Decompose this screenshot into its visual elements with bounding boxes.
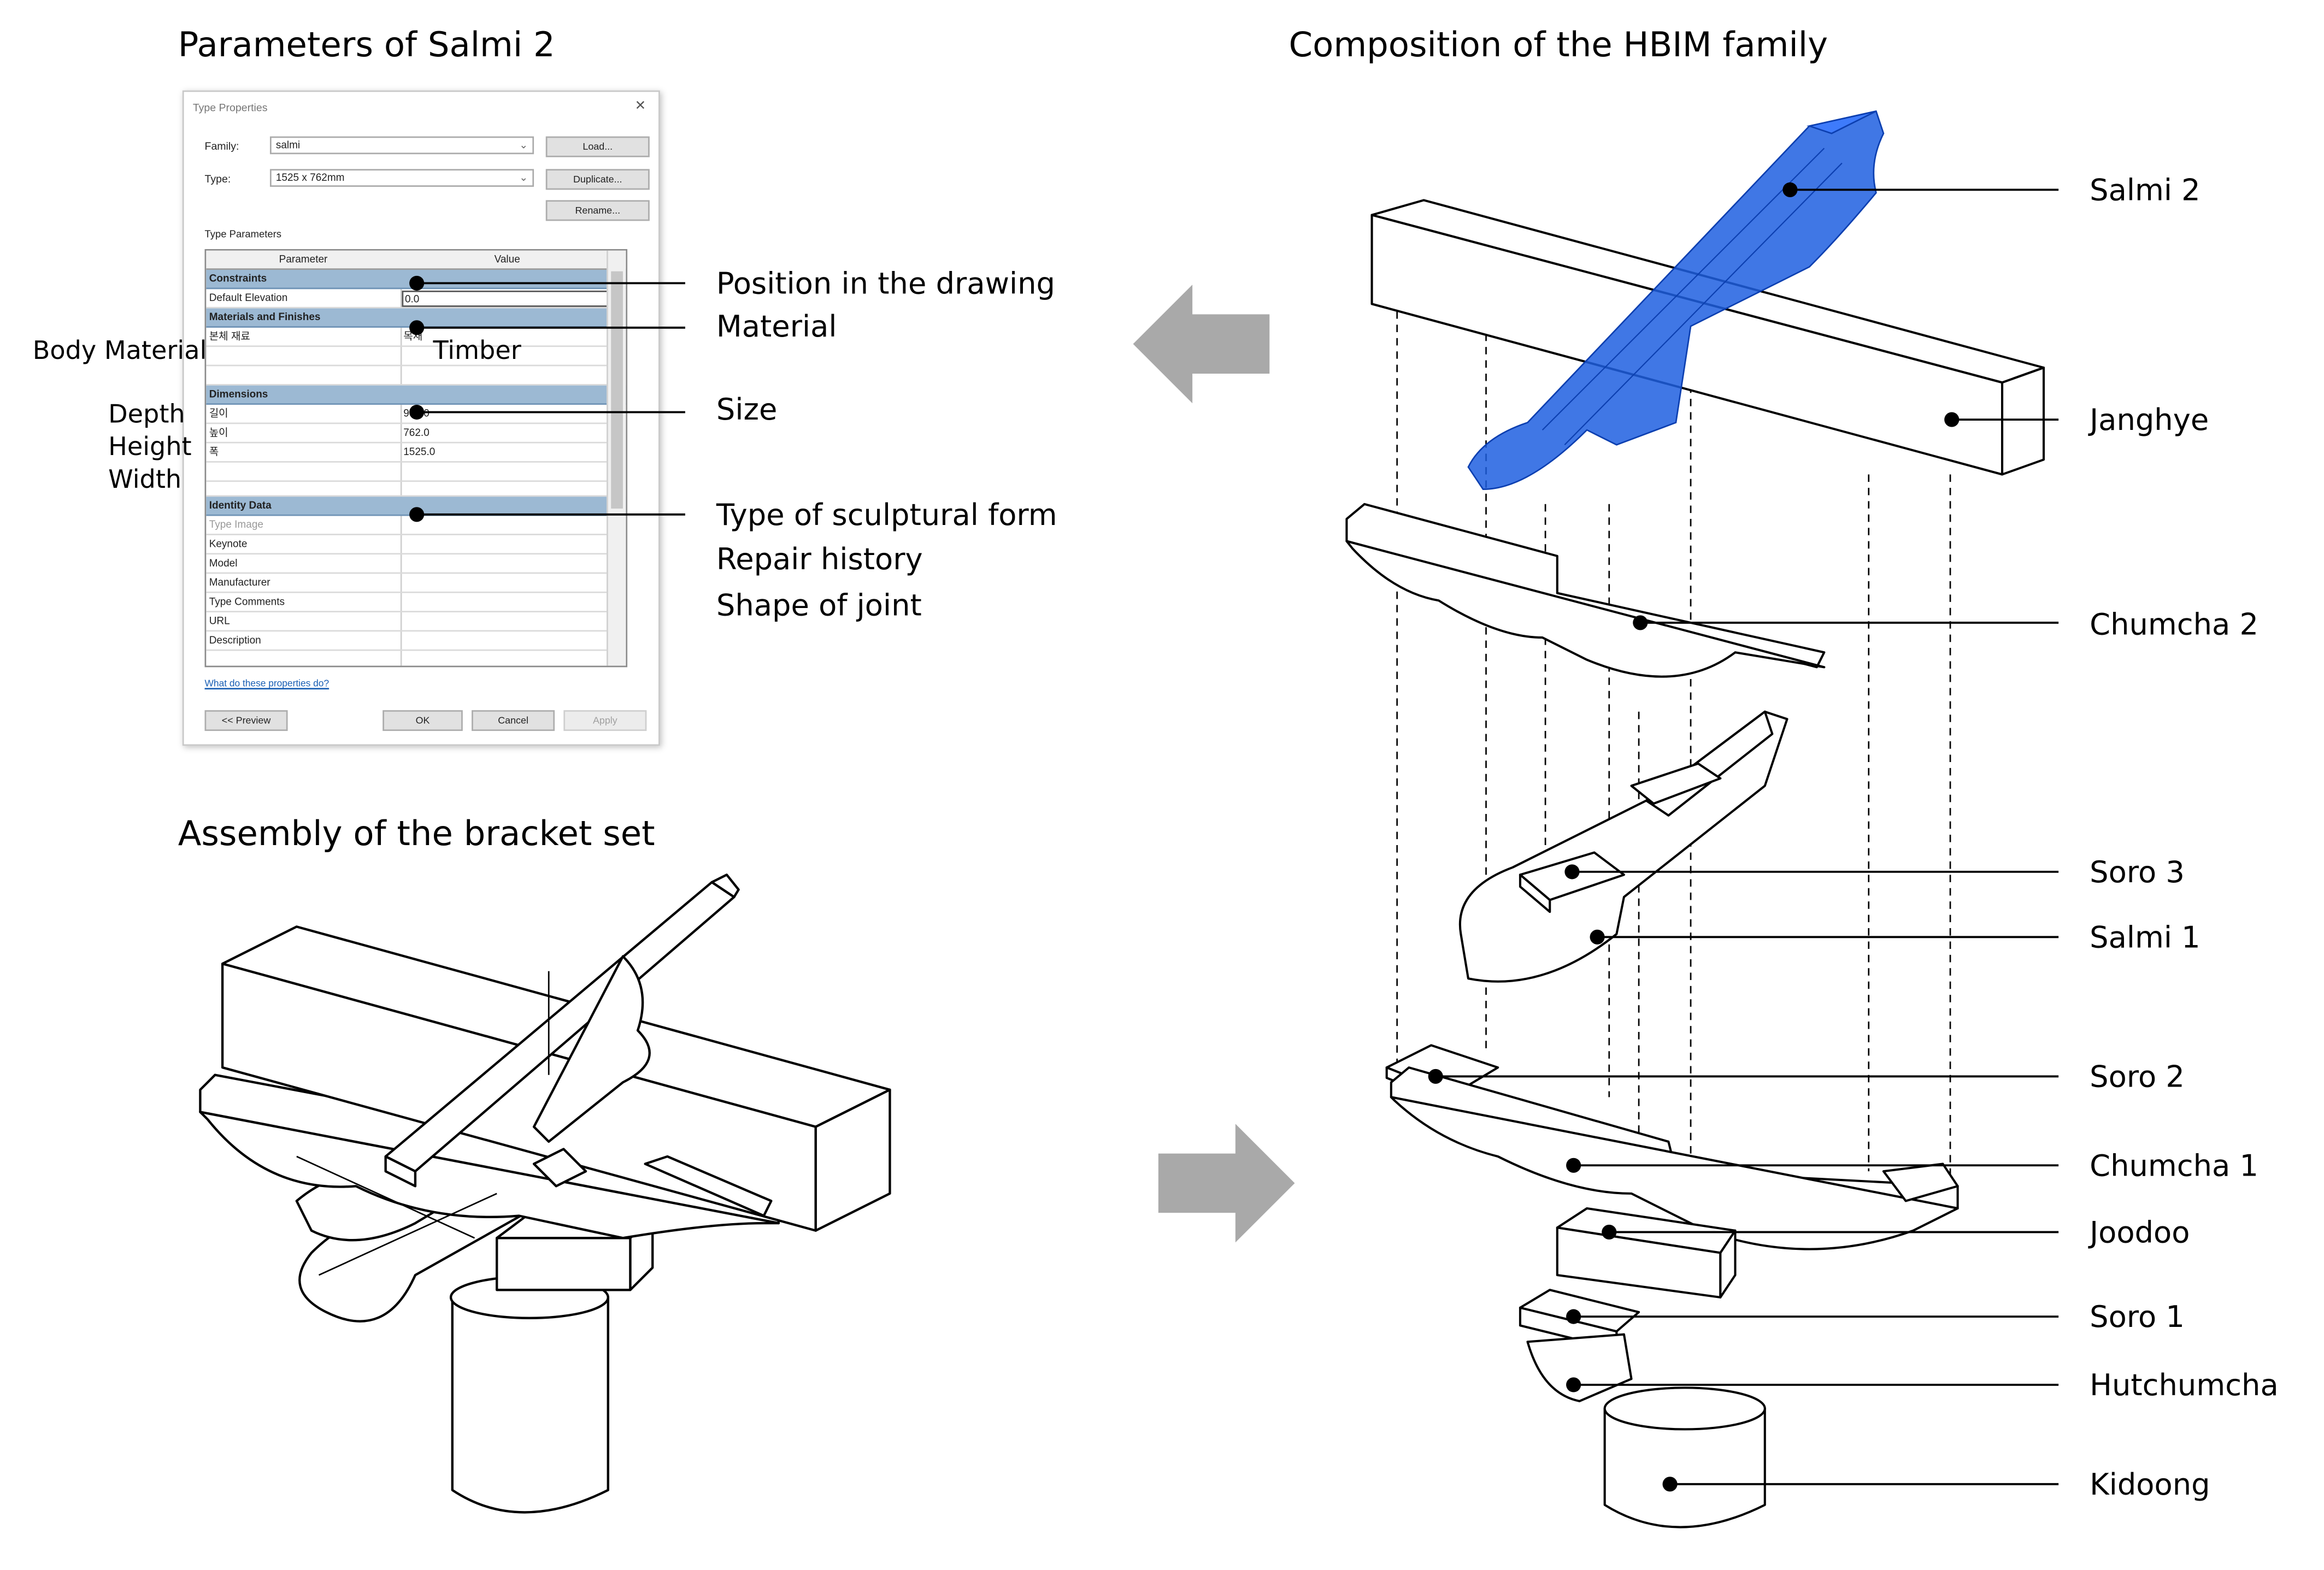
callout-material: Material xyxy=(716,308,837,344)
callout-dot xyxy=(409,275,425,291)
leader-dot xyxy=(1944,412,1960,427)
part-janghye: Janghye xyxy=(2090,402,2209,438)
part-salmi1: Salmi 1 xyxy=(2090,919,2201,955)
apply-button: Apply xyxy=(563,710,647,731)
col-parameter: Parameter xyxy=(279,255,328,265)
parameters-grid: Parameter Value Constraints≈ Default Ele… xyxy=(204,249,628,668)
load-button[interactable]: Load... xyxy=(545,136,650,157)
callout-dot xyxy=(409,507,425,522)
row-model[interactable]: Model xyxy=(206,554,626,574)
row-empty xyxy=(206,482,626,497)
row-keynote[interactable]: Keynote xyxy=(206,535,626,555)
leader-dot xyxy=(1782,182,1798,197)
part-kidoong: Kidoong xyxy=(2090,1466,2210,1502)
part-soro3: Soro 3 xyxy=(2090,854,2185,890)
leader-dot xyxy=(1633,615,1648,630)
leader-dot xyxy=(1662,1477,1678,1492)
leader-dot xyxy=(1564,864,1580,880)
default-elevation-input[interactable]: 0.0 xyxy=(402,290,610,307)
type-select[interactable]: 1525 x 762mm⌄ xyxy=(269,169,534,187)
callout-size: Size xyxy=(716,391,778,427)
callout-dot xyxy=(409,320,425,335)
row-empty xyxy=(206,463,626,482)
part-chumcha2: Chumcha 2 xyxy=(2090,606,2259,642)
row-type-image[interactable]: Type Image xyxy=(206,516,626,535)
chevron-down-icon: ⌄ xyxy=(519,140,528,151)
arrow-left-icon xyxy=(1133,285,1270,404)
row-url[interactable]: URL xyxy=(206,612,626,632)
leader-dot xyxy=(1602,1224,1617,1240)
preview-button[interactable]: << Preview xyxy=(204,710,288,731)
label-width: Width xyxy=(108,465,182,495)
part-soro1: Soro 1 xyxy=(2090,1299,2185,1335)
label-body-material: Body Material xyxy=(32,337,207,367)
composition-title: Composition of the HBIM family xyxy=(1289,26,1828,66)
row-default-elevation[interactable]: Default Elevation 0.0 xyxy=(206,289,626,309)
bracket-assembly-drawing xyxy=(199,873,891,1514)
row-empty xyxy=(206,347,626,367)
callout-joint: Shape of joint xyxy=(716,587,922,623)
part-soro2: Soro 2 xyxy=(2090,1058,2185,1095)
callout-position: Position in the drawing xyxy=(716,265,1055,301)
ok-button[interactable]: OK xyxy=(383,710,463,731)
grid-header: Parameter Value xyxy=(206,250,626,270)
type-properties-dialog: Type Properties ✕ Family: salmi⌄ Load...… xyxy=(182,90,660,746)
group-dimensions[interactable]: Dimensions≈ xyxy=(206,385,626,405)
leader-dot xyxy=(1566,1158,1581,1173)
family-select[interactable]: salmi⌄ xyxy=(269,136,534,155)
arrow-right-icon xyxy=(1158,1124,1295,1243)
label-depth: Depth xyxy=(108,400,185,430)
duplicate-button[interactable]: Duplicate... xyxy=(545,169,650,190)
row-empty xyxy=(206,366,626,386)
part-hutchumcha: Hutchumcha xyxy=(2090,1367,2279,1403)
close-icon[interactable]: ✕ xyxy=(634,98,646,113)
col-value: Value xyxy=(494,255,520,265)
hbim-exploded-drawing xyxy=(1345,110,2045,1528)
cancel-button[interactable]: Cancel xyxy=(472,710,555,731)
part-chumcha1: Chumcha 1 xyxy=(2090,1147,2259,1183)
type-parameters-label: Type Parameters xyxy=(204,229,282,240)
type-label: Type: xyxy=(204,172,231,186)
family-label: Family: xyxy=(204,139,239,153)
grid-scrollbar[interactable] xyxy=(607,250,626,666)
dialog-title: Type Properties xyxy=(192,101,268,114)
assembly-title: Assembly of the bracket set xyxy=(178,815,655,854)
row-manufacturer[interactable]: Manufacturer xyxy=(206,574,626,593)
rename-button[interactable]: Rename... xyxy=(545,200,650,221)
callout-sculptural: Type of sculptural form xyxy=(716,497,1057,533)
part-joodoo: Joodoo xyxy=(2090,1214,2190,1250)
label-height: Height xyxy=(108,433,192,463)
leader-dot xyxy=(1566,1309,1581,1324)
leader-dot xyxy=(1428,1069,1443,1084)
parameters-title: Parameters of Salmi 2 xyxy=(178,26,555,66)
part-salmi2: Salmi 2 xyxy=(2090,172,2201,208)
leader-dot xyxy=(1590,929,1605,945)
salmi2-highlight xyxy=(1467,110,1885,491)
callout-dot xyxy=(409,404,425,420)
column-shape xyxy=(451,1296,609,1514)
label-timber: Timber xyxy=(433,337,521,367)
leader-dot xyxy=(1566,1377,1581,1392)
row-description[interactable]: Description xyxy=(206,631,626,651)
chevron-down-icon: ⌄ xyxy=(519,173,528,184)
help-link[interactable]: What do these properties do? xyxy=(204,679,330,690)
callout-repair: Repair history xyxy=(716,541,923,577)
row-type-comments[interactable]: Type Comments xyxy=(206,593,626,612)
